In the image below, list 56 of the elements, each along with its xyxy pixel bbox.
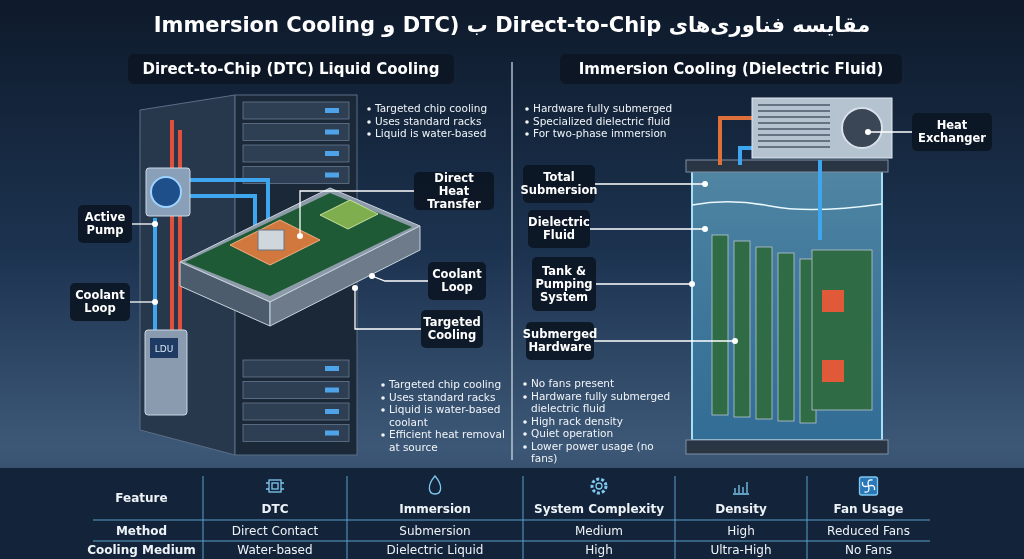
leader-line xyxy=(352,285,422,330)
section-heading: Direct-to-Chip (DTC) Liquid Cooling xyxy=(128,54,454,84)
table-cell-text: Reduced Fans xyxy=(826,522,911,540)
section-heading: Immersion Cooling (Dielectric Fluid) xyxy=(560,54,902,84)
device-label: LDU xyxy=(153,343,175,356)
table-cell-text: Water-based xyxy=(236,542,314,559)
leader-line xyxy=(369,273,429,282)
leader-line xyxy=(129,299,158,305)
bullet-item: Liquid is water-based coolant xyxy=(389,403,501,428)
bullet-item: Targeted chip cooling xyxy=(375,102,488,114)
row-header: Cooling Medium xyxy=(86,542,197,559)
bullet-item: Uses standard racks xyxy=(375,114,482,127)
callout-label: Tank & Pumping System xyxy=(532,257,596,311)
column-header: Density xyxy=(714,501,768,518)
column-header: DTC xyxy=(260,501,290,518)
table-cell-text: Direct Contact xyxy=(230,522,320,540)
bullet-item: High rack density xyxy=(531,414,623,427)
bullet-item: Liquid is water-based xyxy=(375,127,487,139)
callout-label: Total Submersion xyxy=(523,165,595,203)
table-cell-text: Submersion xyxy=(398,522,472,540)
column-header: Feature xyxy=(114,490,169,507)
callout-label: Coolant Loop xyxy=(428,262,486,300)
bullet-item: Hardware fully submerged dielectric fluid xyxy=(531,389,671,414)
bullet-item: No fans present xyxy=(531,377,615,389)
column-header: Fan Usage xyxy=(832,501,905,518)
column-header: Immersion xyxy=(398,501,472,518)
bullet-item: Lower power usage (no fans) xyxy=(531,439,654,464)
callout-label: Targeted Cooling xyxy=(421,310,483,348)
callout-label: Direct Heat Transfer xyxy=(414,172,494,210)
column-header: System Complexity xyxy=(533,501,665,518)
leader-line xyxy=(594,181,708,187)
table-cell-text: Ultra-High xyxy=(709,542,773,559)
bullet-item: For two-phase immersion xyxy=(533,127,667,139)
leader-line xyxy=(589,226,708,232)
bullet-item: Quiet operation xyxy=(531,427,614,439)
leader-line xyxy=(297,190,415,239)
table-cell-text: High xyxy=(726,522,756,540)
callout-label: Heat Exchanger xyxy=(912,113,992,151)
table-cell-text: Medium xyxy=(574,522,624,540)
table-cell-text: High xyxy=(584,542,614,559)
row-header: Method xyxy=(114,522,169,540)
bullet-item: Targeted chip cooling xyxy=(389,378,502,390)
callout-label: Dielectric Fluid xyxy=(528,210,590,248)
table-cell-text: Dielectric Liquid xyxy=(385,542,485,559)
callout-label: Active Pump xyxy=(78,205,132,243)
leader-line xyxy=(595,281,695,287)
callout-label: Coolant Loop xyxy=(70,283,130,321)
leader-line xyxy=(865,129,913,135)
leader-line xyxy=(131,221,158,227)
table-cell-text: No Fans xyxy=(843,542,894,559)
title: مقایسه فناوری‌های Direct-to-Chip ب (DTC و Immersion Cooling xyxy=(152,12,872,39)
bullet-item: Specialized dielectric fluid xyxy=(533,114,671,127)
bullet-item: Hardware fully submerged xyxy=(533,102,673,114)
bullet-item: Uses standard racks xyxy=(389,390,496,403)
leader-line xyxy=(593,338,738,344)
bullet-item: Efficient heat removal at source xyxy=(389,428,505,453)
